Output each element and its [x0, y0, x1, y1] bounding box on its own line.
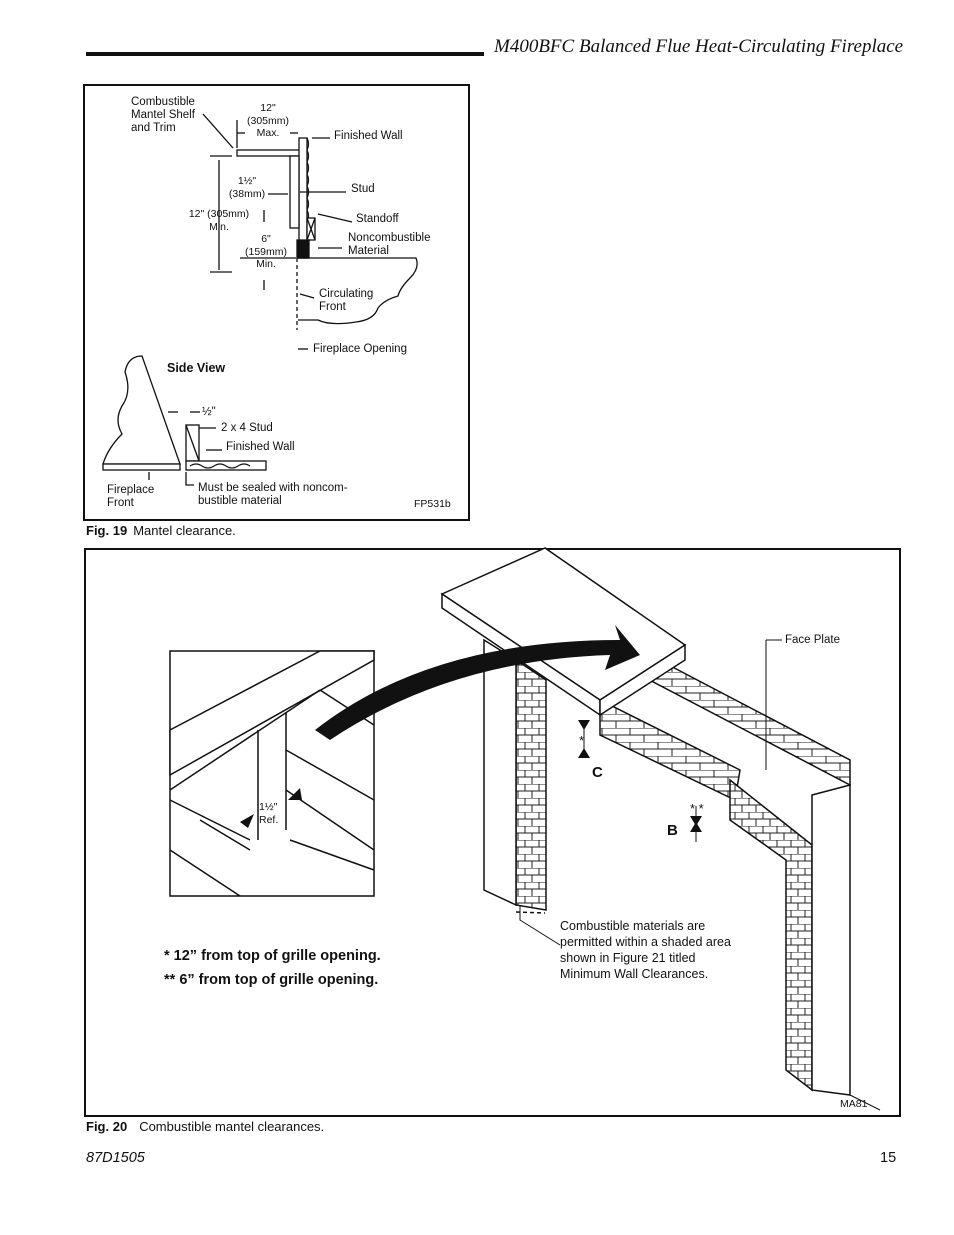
- c-label: C: [592, 764, 603, 781]
- fireplace-opening-label: Fireplace Opening: [313, 343, 407, 355]
- finished-wall-top-label: Finished Wall: [334, 130, 403, 142]
- fig19-frame: [83, 84, 470, 521]
- standoff-label: Standoff: [356, 213, 399, 225]
- two-by-four-label: 2 x 4 Stud: [221, 422, 273, 434]
- star-two-label: * *: [690, 801, 704, 816]
- fig20-caption: Fig. 20 Combustible mantel clearances.: [86, 1119, 324, 1134]
- twelve-min-label: 12" (305mm) Min.: [188, 208, 250, 233]
- max12-label: 12" (305mm) Max.: [246, 102, 289, 139]
- fig19-caption: Fig. 19 Mantel clearance.: [86, 523, 236, 538]
- stud-label: Stud: [351, 183, 375, 195]
- face-plate-label: Face Plate: [785, 634, 840, 646]
- side-view-label: Side View: [167, 361, 226, 375]
- sealed-note-label: Must be sealed with noncom- bustible mat…: [198, 482, 348, 507]
- fig19-caption-text: Mantel clearance.: [133, 523, 236, 538]
- noncombustible-label: Noncombustible Material: [348, 232, 431, 257]
- ref-label: 1½" Ref.: [259, 801, 279, 826]
- combustible-note-label: Combustible materials are permitted with…: [560, 919, 731, 981]
- combustible-shelf-label: Combustible Mantel Shelf and Trim: [131, 96, 195, 134]
- one-half-label: 1½" (38mm): [228, 175, 266, 200]
- fireplace-front-label: Fireplace Front: [107, 484, 155, 509]
- fig20-caption-num: Fig. 20: [86, 1119, 128, 1134]
- fig20-caption-text: Combustible mantel clearances.: [139, 1119, 325, 1134]
- b-label: B: [667, 822, 678, 839]
- fig19-caption-num: Fig. 19: [86, 523, 128, 538]
- page-number: 15: [880, 1150, 897, 1166]
- finished-wall-bottom-label: Finished Wall: [226, 441, 295, 453]
- page-title: M400BFC Balanced Flue Heat-Circulating F…: [494, 36, 904, 57]
- circulating-front-label: Circulating Front: [319, 288, 374, 313]
- header-rule: [86, 52, 484, 56]
- fig20-frame: [84, 548, 901, 1117]
- star-one-label: *: [579, 733, 585, 748]
- fig19-code: FP531b: [414, 498, 451, 510]
- fig20-code: MA81: [840, 1098, 868, 1110]
- note-6-inch: ** 6” from top of grille opening.: [164, 972, 379, 988]
- note-12-inch: * 12” from top of grille opening.: [164, 948, 381, 964]
- six-min-label: 6" (159mm) Min.: [244, 233, 287, 270]
- half-inch-label: ½": [202, 406, 216, 418]
- doc-code: 87D1505: [86, 1150, 145, 1166]
